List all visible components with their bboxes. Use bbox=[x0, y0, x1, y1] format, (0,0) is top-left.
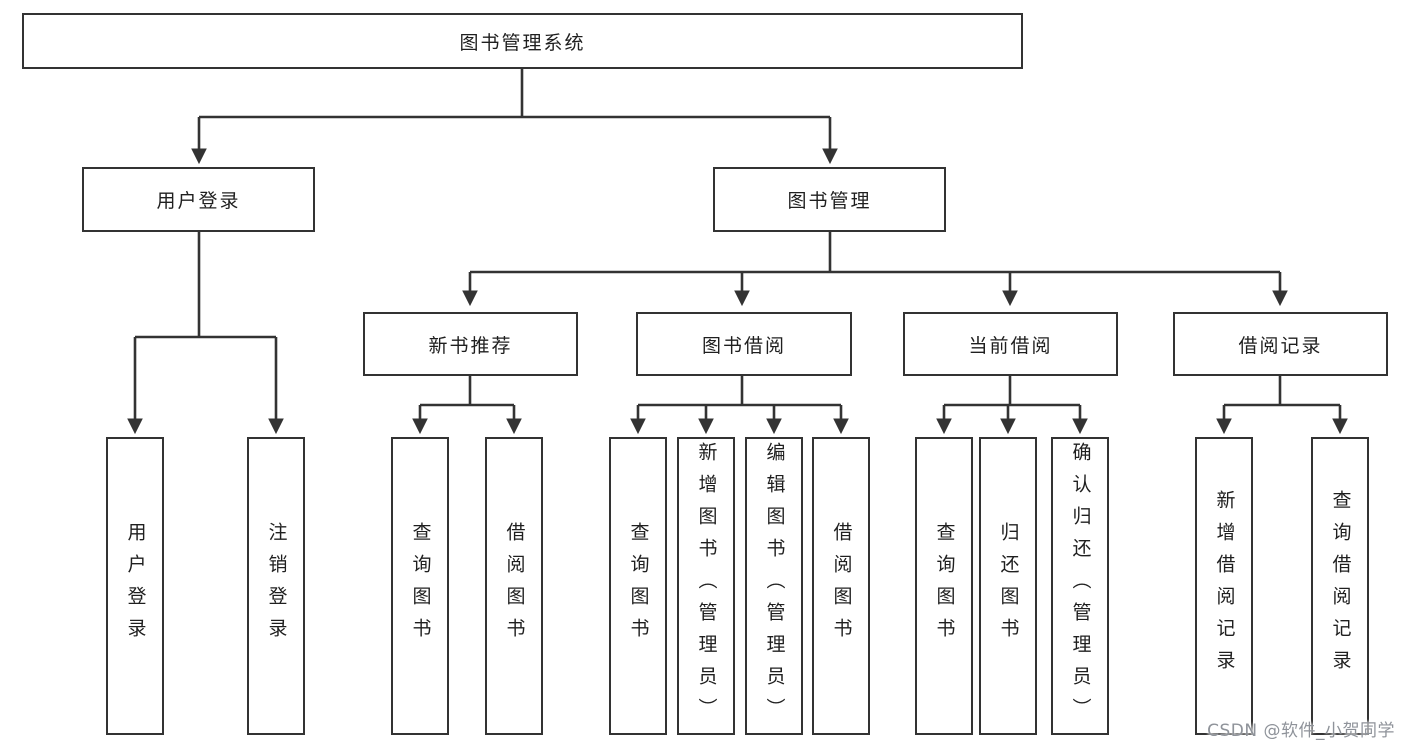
node-book-borrowing: 图书借阅 bbox=[636, 312, 852, 376]
node-user-login: 用户登录 bbox=[82, 167, 315, 232]
node-label: 借阅图书 bbox=[503, 522, 526, 650]
node-label: 新书推荐 bbox=[428, 334, 513, 357]
leaf-borrow-books-2: 借阅图书 bbox=[812, 437, 870, 735]
node-borrowing-records: 借阅记录 bbox=[1173, 312, 1388, 376]
node-book-management: 图书管理 bbox=[713, 167, 946, 232]
leaf-user-login: 用户登录 bbox=[106, 437, 164, 735]
node-label: 确认归还（管理员） bbox=[1069, 442, 1092, 730]
leaf-add-book-admin: 新增图书（管理员） bbox=[677, 437, 735, 735]
node-label: 借阅记录 bbox=[1238, 334, 1323, 357]
node-label: 借阅图书 bbox=[830, 522, 853, 650]
node-label: 图书借阅 bbox=[701, 334, 786, 357]
node-label: 图书管理系统 bbox=[459, 31, 586, 54]
node-label: 注销登录 bbox=[265, 522, 288, 650]
node-library-system: 图书管理系统 bbox=[22, 13, 1023, 69]
leaf-logout: 注销登录 bbox=[247, 437, 305, 735]
node-label: 新增借阅记录 bbox=[1213, 490, 1236, 682]
node-label: 新增图书（管理员） bbox=[695, 442, 718, 730]
watermark: CSDN @软件_小贺同学 bbox=[1207, 721, 1395, 741]
leaf-query-books-2: 查询图书 bbox=[609, 437, 667, 735]
leaf-return-books: 归还图书 bbox=[979, 437, 1037, 735]
node-label: 用户登录 bbox=[156, 190, 241, 212]
leaf-query-borrow-record: 查询借阅记录 bbox=[1311, 437, 1369, 735]
node-current-borrowing: 当前借阅 bbox=[903, 312, 1118, 376]
leaf-borrow-books-1: 借阅图书 bbox=[485, 437, 543, 735]
node-label: 查询图书 bbox=[409, 522, 432, 650]
node-label: 查询借阅记录 bbox=[1329, 490, 1352, 682]
leaf-confirm-return-admin: 确认归还（管理员） bbox=[1051, 437, 1109, 735]
node-label: 查询图书 bbox=[627, 522, 650, 650]
node-label: 编辑图书（管理员） bbox=[763, 442, 786, 730]
node-label: 当前借阅 bbox=[968, 334, 1053, 357]
node-label: 归还图书 bbox=[997, 522, 1020, 650]
leaf-edit-book-admin: 编辑图书（管理员） bbox=[745, 437, 803, 735]
leaf-query-books-1: 查询图书 bbox=[391, 437, 449, 735]
node-label: 图书管理 bbox=[787, 190, 872, 212]
node-label: 查询图书 bbox=[933, 522, 956, 650]
leaf-query-books-3: 查询图书 bbox=[915, 437, 973, 735]
node-new-book-recommendation: 新书推荐 bbox=[363, 312, 578, 376]
leaf-add-borrow-record: 新增借阅记录 bbox=[1195, 437, 1253, 735]
node-label: 用户登录 bbox=[124, 522, 147, 650]
